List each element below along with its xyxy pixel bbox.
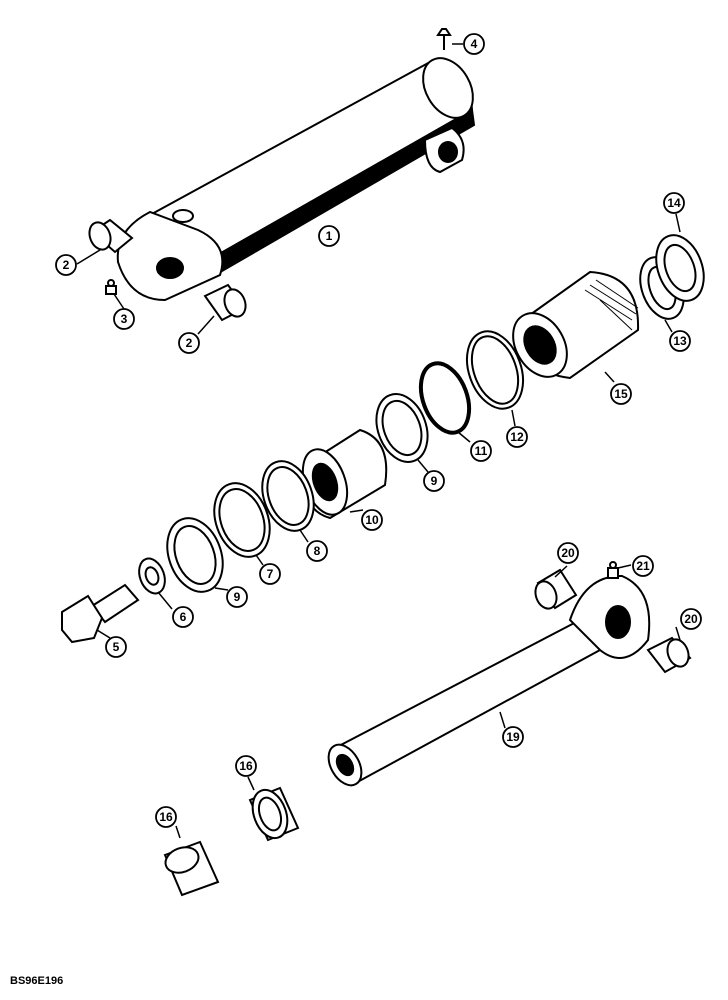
callout-1: 1: [318, 225, 340, 247]
callout-3: 3: [113, 308, 135, 330]
ring-8: [261, 460, 315, 532]
callout-20-right: 20: [680, 608, 702, 630]
svg-text:19: 19: [506, 730, 520, 744]
svg-text:2: 2: [186, 336, 193, 350]
callout-11: 11: [470, 440, 492, 462]
wiper-14: [655, 234, 705, 302]
callout-21: 21: [632, 555, 654, 577]
svg-text:2: 2: [63, 258, 70, 272]
o-ring-11: [418, 361, 472, 435]
svg-text:20: 20: [561, 546, 575, 560]
svg-text:3: 3: [121, 312, 128, 326]
svg-text:5: 5: [113, 640, 120, 654]
callout-4: 4: [463, 33, 485, 55]
svg-text:10: 10: [365, 513, 379, 527]
svg-text:9: 9: [431, 474, 438, 488]
wear-ring-9-lower: [166, 517, 224, 593]
callout-20-left: 20: [557, 542, 579, 564]
wear-ring-9-upper: [375, 393, 429, 463]
svg-text:15: 15: [614, 387, 628, 401]
bushing-20-right: [646, 636, 692, 674]
svg-text:16: 16: [239, 759, 253, 773]
callout-2-lower: 2: [178, 332, 200, 354]
gland: [512, 270, 640, 380]
piston-rod: [327, 574, 651, 787]
svg-text:6: 6: [180, 610, 187, 624]
svg-text:11: 11: [475, 444, 488, 458]
callout-6: 6: [172, 606, 194, 628]
svg-text:14: 14: [667, 196, 681, 210]
bushing-20-left: [534, 568, 578, 610]
callout-15: 15: [610, 383, 632, 405]
callout-16-lower: 16: [155, 806, 177, 828]
callout-16-upper: 16: [235, 755, 257, 777]
svg-text:21: 21: [636, 559, 650, 573]
callout-12: 12: [506, 426, 528, 448]
svg-text:4: 4: [471, 37, 478, 51]
callout-10: 10: [361, 509, 383, 531]
callout-2-upper: 2: [55, 254, 77, 276]
svg-text:7: 7: [267, 567, 274, 581]
grease-fitting-rod: [607, 561, 619, 579]
callout-19: 19: [502, 726, 524, 748]
svg-text:9: 9: [234, 590, 241, 604]
svg-text:16: 16: [159, 810, 173, 824]
svg-text:12: 12: [510, 430, 524, 444]
washer-6: [138, 557, 166, 595]
callout-7: 7: [259, 563, 281, 585]
svg-text:1: 1: [326, 229, 333, 243]
screw: [436, 28, 452, 50]
figure-code: BS96E196: [10, 975, 64, 987]
svg-text:8: 8: [314, 544, 321, 558]
bushing-lower: [203, 283, 247, 322]
callout-9-upper: 9: [423, 470, 445, 492]
callout-5: 5: [105, 636, 127, 658]
bushing-16-upper: [248, 786, 300, 842]
svg-text:13: 13: [673, 334, 687, 348]
grease-fitting-barrel: [105, 279, 117, 295]
backup-ring-12: [465, 330, 525, 410]
ring-7: [213, 482, 271, 558]
svg-text:20: 20: [684, 612, 698, 626]
bolt-5: [61, 583, 140, 644]
callout-9-lower: 9: [226, 586, 248, 608]
bushing-16-lower: [163, 840, 220, 897]
callout-8: 8: [306, 540, 328, 562]
cylinder-barrel: [116, 57, 476, 302]
piston: [301, 428, 388, 520]
callout-14: 14: [663, 192, 685, 214]
callout-13: 13: [669, 330, 691, 352]
bushing-upper: [88, 218, 134, 254]
